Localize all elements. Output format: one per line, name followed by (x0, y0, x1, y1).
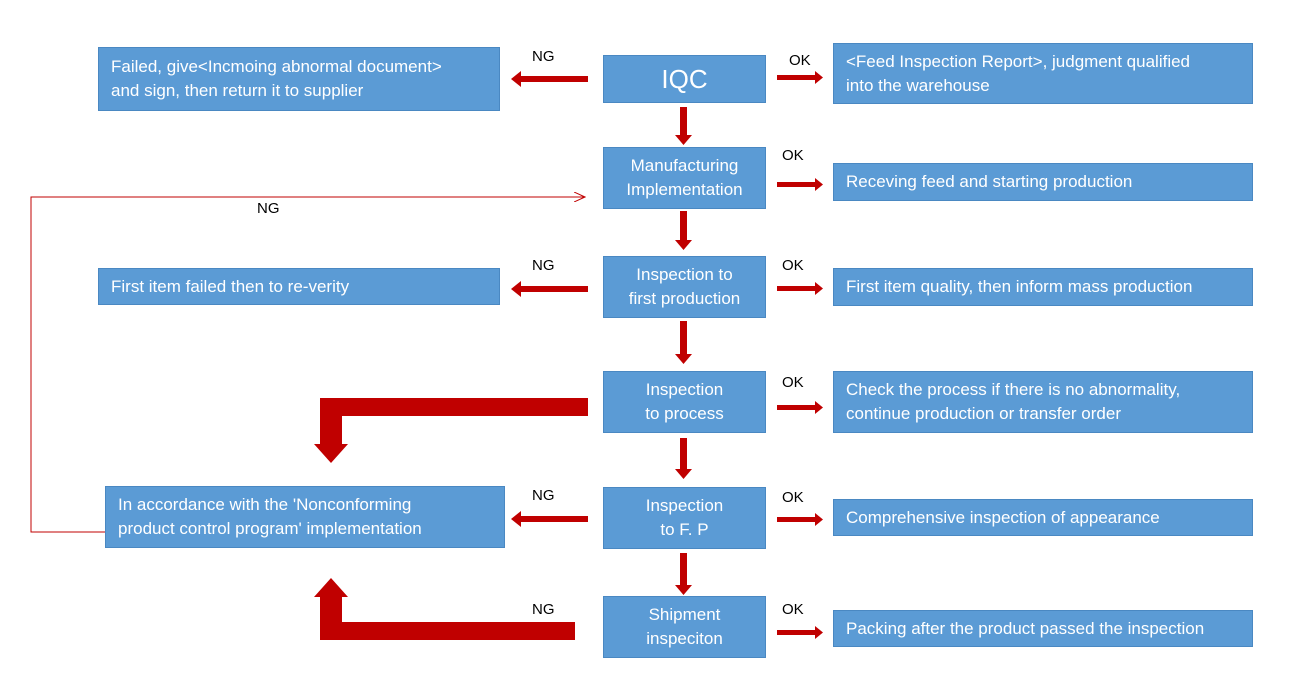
ok-label-iqc: OK (789, 52, 811, 69)
ok-label-first: OK (782, 257, 804, 274)
ng-elbow-arrow-up (314, 578, 575, 640)
ng-label-shipment: NG (532, 601, 555, 618)
feedback-loop-line (30, 197, 585, 533)
ng-arrow-first (511, 281, 588, 297)
manufacturing-ok-box: Receving feed and starting production (833, 163, 1253, 201)
ok-label-fp: OK (782, 489, 804, 506)
manufacturing-box: Manufacturing Implementation (603, 147, 766, 209)
ok-arrows (777, 71, 823, 639)
iqc-fail-line-2: and sign, then return it to supplier (111, 81, 364, 100)
ng-arrow-iqc (511, 71, 588, 87)
nonconforming-box: In accordance with the 'Nonconforming pr… (105, 486, 505, 548)
iqc-fail-line-1: Failed, give<Incmoing abnormal document> (111, 57, 442, 76)
down-arrow-3 (675, 321, 692, 364)
down-arrow-2 (675, 211, 692, 250)
iqc-box: IQC (603, 55, 766, 103)
ng-label-fp: NG (532, 487, 555, 504)
manufacturing-line-1: Manufacturing (630, 156, 739, 175)
shipment-line-2: inspeciton (646, 629, 723, 648)
nonconforming-line-2: product control program' implementation (118, 519, 422, 538)
first-production-box: Inspection to first production (603, 256, 766, 318)
fp-box: Inspection to F. P (603, 487, 766, 549)
ok-arrow-1 (777, 71, 823, 84)
ok-label-manufacturing: OK (782, 147, 804, 164)
process-line-1: Inspection (645, 380, 724, 399)
ok-arrow-4 (777, 401, 823, 414)
down-arrow-4 (675, 438, 692, 479)
shipment-box: Shipment inspeciton (603, 596, 766, 658)
first-production-line-1: Inspection to (636, 265, 733, 284)
ok-arrow-2 (777, 178, 823, 191)
shipment-ok-box: Packing after the product passed the ins… (833, 610, 1253, 647)
ng-arrows (511, 71, 588, 527)
process-ok-box: Check the process if there is no abnorma… (833, 371, 1253, 433)
down-arrows (675, 107, 692, 595)
ok-label-shipment: OK (782, 601, 804, 618)
manufacturing-ok-text: Receving feed and starting production (846, 172, 1133, 191)
ng-elbow-arrow-down (314, 398, 588, 463)
down-arrow-1 (675, 107, 692, 145)
shipment-ok-text: Packing after the product passed the ins… (846, 618, 1205, 638)
first-fail-text: First item failed then to re-verity (111, 276, 350, 296)
ng-label-first: NG (532, 257, 555, 274)
ng-label-loop: NG (257, 200, 280, 217)
fp-line-1: Inspection (645, 496, 724, 515)
fp-ok-box: Comprehensive inspection of appearance (833, 499, 1253, 536)
first-fail-box: First item failed then to re-verity (98, 268, 500, 305)
ok-arrow-3 (777, 282, 823, 295)
iqc-ok-line-1: <Feed Inspection Report>, judgment quali… (846, 51, 1191, 71)
iqc-ok-line-2: into the warehouse (846, 75, 990, 95)
process-ok-line-2: continue production or transfer order (846, 404, 1121, 423)
first-ok-box: First item quality, then inform mass pro… (833, 268, 1253, 306)
manufacturing-line-2: Implementation (626, 180, 743, 199)
process-ok-line-1: Check the process if there is no abnorma… (846, 380, 1181, 399)
down-arrow-5 (675, 553, 692, 595)
ok-label-process: OK (782, 374, 804, 391)
iqc-ok-box: <Feed Inspection Report>, judgment quali… (833, 43, 1253, 104)
iqc-fail-box: Failed, give<Incmoing abnormal document>… (98, 47, 500, 111)
ok-arrow-5 (777, 513, 823, 526)
shipment-line-1: Shipment (648, 605, 721, 624)
fp-ok-text: Comprehensive inspection of appearance (846, 507, 1160, 527)
first-ok-text: First item quality, then inform mass pro… (846, 277, 1193, 296)
process-box: Inspection to process (603, 371, 766, 433)
first-production-line-2: first production (628, 289, 741, 308)
ng-arrow-fp (511, 511, 588, 527)
ng-label-iqc: NG (532, 48, 555, 65)
process-line-2: to process (645, 404, 724, 423)
fp-line-2: to F. P (660, 520, 709, 539)
iqc-label: IQC (661, 64, 708, 94)
nonconforming-line-1: In accordance with the 'Nonconforming (118, 495, 412, 514)
ok-arrow-6 (777, 626, 823, 639)
